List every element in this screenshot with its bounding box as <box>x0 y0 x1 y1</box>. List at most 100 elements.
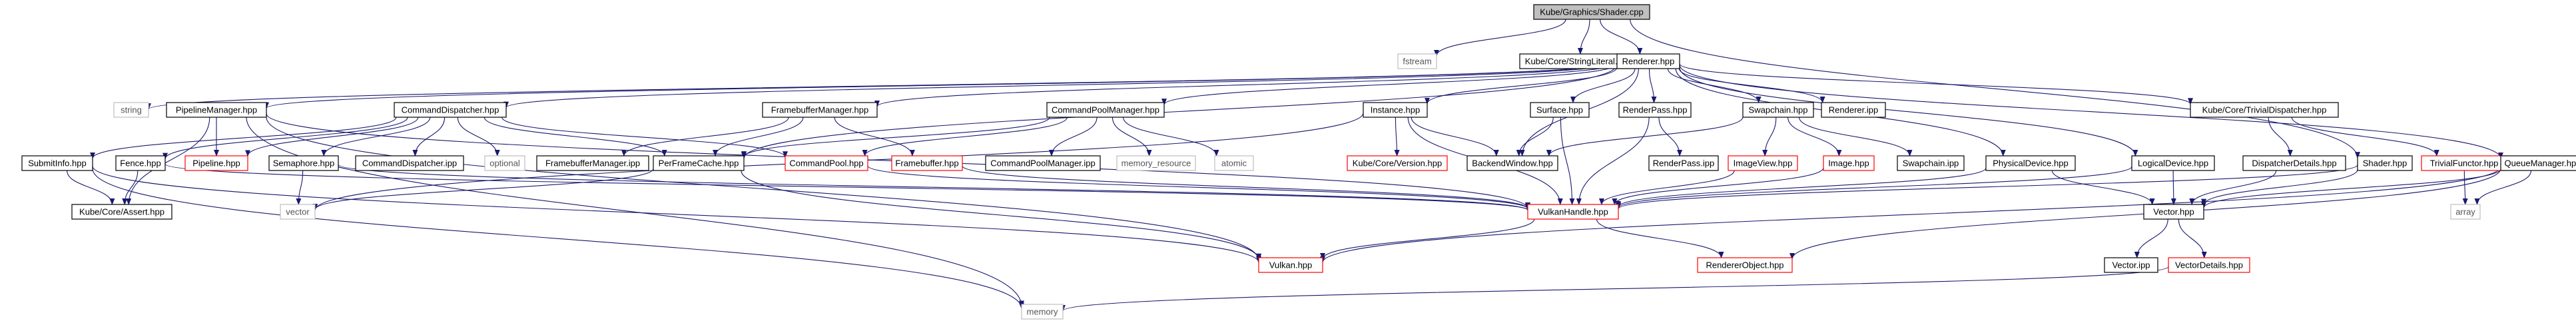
edge-renderer_hpp-to-framebuffermanager_hpp <box>874 63 1618 107</box>
node-vector-std: vector <box>280 204 316 220</box>
node-image[interactable]: Image.hpp <box>1823 155 1875 171</box>
edge-commandpoolmanager_hpp-to-commandpool <box>862 117 1068 157</box>
node-array: array <box>2450 204 2481 220</box>
node-shader-hpp[interactable]: Shader.hpp <box>2357 155 2413 171</box>
node-backendwindow[interactable]: BackendWindow.hpp <box>1466 155 1558 171</box>
node-label: RenderPass.hpp <box>1623 105 1688 115</box>
edge-dispatcherdetails-to-vector_hpp <box>2189 170 2277 205</box>
edge-logicaldevice-to-vulkanhandle <box>1616 166 2132 209</box>
edge-commandpool-to-vulkanhandle <box>867 165 1530 210</box>
node-box <box>785 155 868 171</box>
node-box <box>2242 155 2346 171</box>
node-box <box>1897 155 1965 171</box>
node-box <box>1530 102 1590 118</box>
node-box <box>2500 155 2576 171</box>
node-label: Swapchain.ipp <box>1903 158 1959 168</box>
edge-renderer_hpp-to-pipelinemanager <box>264 62 1618 109</box>
node-perframecache[interactable]: PerFrameCache.hpp <box>653 155 745 171</box>
node-box <box>985 155 1101 171</box>
node-framebuffer[interactable]: Framebuffer.hpp <box>891 155 963 171</box>
node-imageview[interactable]: ImageView.hpp <box>1728 155 1798 171</box>
node-box <box>280 204 316 220</box>
node-renderpass-hpp[interactable]: RenderPass.hpp <box>1618 102 1692 118</box>
node-commandpool[interactable]: CommandPool.hpp <box>785 155 868 171</box>
node-assert[interactable]: Kube/Core/Assert.hpp <box>71 204 172 220</box>
node-box <box>166 102 267 118</box>
edge-pipelinemanager-to-assert <box>126 117 210 205</box>
node-label: VulkanHandle.hpp <box>1538 206 1608 216</box>
node-submitinfo[interactable]: SubmitInfo.hpp <box>21 155 93 171</box>
node-label: Fence.hpp <box>120 158 161 168</box>
node-dispatcherdetails[interactable]: DispatcherDetails.hpp <box>2242 155 2346 171</box>
node-label: Vector.hpp <box>2153 206 2194 216</box>
node-label: Renderer.hpp <box>1622 56 1675 66</box>
node-logicaldevice[interactable]: LogicalDevice.hpp <box>2131 155 2215 171</box>
edge-commandpoolmanager_hpp-to-memory_resource <box>1112 117 1152 157</box>
node-framebuffermanager-ipp[interactable]: FramebufferManager.ipp <box>536 155 649 171</box>
edge-commandpoolmanager_hpp-to-perframecache <box>741 117 1050 159</box>
node-label: SubmitInfo.hpp <box>28 158 86 168</box>
node-vector-hpp[interactable]: Vector.hpp <box>2143 204 2204 220</box>
node-version[interactable]: Kube/Core/Version.hpp <box>1347 155 1448 171</box>
node-label: ImageView.hpp <box>1734 158 1793 168</box>
node-vulkanhandle[interactable]: VulkanHandle.hpp <box>1527 204 1619 220</box>
node-label: memory <box>1027 306 1058 316</box>
edge-framebuffermanager_hpp-to-framebuffer <box>834 117 915 157</box>
node-fence[interactable]: Fence.hpp <box>115 155 166 171</box>
edge-commanddispatcher-to-commanddispatcher_ipp <box>412 117 446 157</box>
node-rendererobject[interactable]: RendererObject.hpp <box>1697 257 1793 273</box>
node-box <box>1533 4 1650 20</box>
node-label: RendererObject.hpp <box>1706 260 1783 270</box>
node-box <box>2450 204 2481 220</box>
node-renderer-hpp[interactable]: Renderer.hpp <box>1616 53 1680 69</box>
node-swapchain-hpp[interactable]: Swapchain.hpp <box>1742 102 1814 118</box>
node-trivialdispatcher[interactable]: Kube/Core/TrivialDispatcher.hpp <box>2190 102 2339 118</box>
node-surface[interactable]: Surface.hpp <box>1530 102 1590 118</box>
node-box <box>1021 304 1064 320</box>
node-box <box>184 155 248 171</box>
edge-renderer_hpp-to-surface <box>1570 68 1636 103</box>
node-label: Semaphore.hpp <box>273 158 335 168</box>
edge-shader_cpp-to-stringliteral <box>1577 19 1590 55</box>
node-pipeline[interactable]: Pipeline.hpp <box>184 155 248 171</box>
node-semaphore[interactable]: Semaphore.hpp <box>268 155 339 171</box>
node-vectordetails[interactable]: VectorDetails.hpp <box>2168 257 2250 273</box>
edge-renderpass_hpp-to-renderpass_ipp <box>1658 117 1683 157</box>
node-shader-cpp[interactable]: Kube/Graphics/Shader.cpp <box>1533 4 1650 20</box>
node-renderer-ipp[interactable]: Renderer.ipp <box>1821 102 1886 118</box>
node-renderpass-ipp[interactable]: RenderPass.ipp <box>1648 155 1719 171</box>
node-swapchain-ipp[interactable]: Swapchain.ipp <box>1897 155 1965 171</box>
edge-fence-to-assert <box>122 170 139 205</box>
node-pipelinemanager[interactable]: PipelineManager.hpp <box>166 102 267 118</box>
node-box <box>2131 155 2215 171</box>
node-box <box>1046 102 1165 118</box>
node-framebuffermanager-hpp[interactable]: FramebufferManager.hpp <box>762 102 878 118</box>
node-instance[interactable]: Instance.hpp <box>1363 102 1428 118</box>
node-vulkan[interactable]: Vulkan.hpp <box>1258 257 1323 273</box>
edge-commanddispatcher-to-optional <box>457 117 500 157</box>
node-vector-ipp[interactable]: Vector.ipp <box>2104 257 2158 273</box>
node-label: Instance.hpp <box>1371 105 1420 115</box>
edge-surface-to-backendwindow <box>1516 117 1554 157</box>
edge-vector_hpp-to-vectordetails <box>2178 218 2207 258</box>
node-commanddispatcher-ipp[interactable]: CommandDispatcher.ipp <box>355 155 464 171</box>
node-commanddispatcher[interactable]: CommandDispatcher.hpp <box>394 102 507 118</box>
node-box <box>891 155 963 171</box>
node-commandpoolmanager-ipp[interactable]: CommandPoolManager.ipp <box>985 155 1101 171</box>
node-label: Vector.ipp <box>2112 260 2150 270</box>
node-commandpoolmanager-hpp[interactable]: CommandPoolManager.hpp <box>1046 102 1165 118</box>
node-label: Kube/Core/TrivialDispatcher.hpp <box>2202 105 2327 115</box>
node-stringliteral[interactable]: Kube/Core/StringLiteral.hpp <box>1519 53 1638 69</box>
edge-pipelinemanager-to-vulkan <box>266 117 1261 262</box>
node-label: optional <box>489 158 520 168</box>
node-queuemanager[interactable]: QueueManager.hpp <box>2500 155 2576 171</box>
node-box <box>2143 204 2204 220</box>
node-trivialfunctor[interactable]: TrivialFunctor.hpp <box>2421 155 2507 171</box>
node-physicaldevice[interactable]: PhysicalDevice.hpp <box>1985 155 2076 171</box>
edge-commanddispatcher-to-semaphore <box>321 117 431 157</box>
edge-commanddispatcher-to-fence <box>162 117 408 160</box>
edge-shader_hpp-to-vector_hpp <box>2201 169 2358 206</box>
node-label: vector <box>286 206 310 216</box>
node-label: DispatcherDetails.hpp <box>2252 158 2336 168</box>
